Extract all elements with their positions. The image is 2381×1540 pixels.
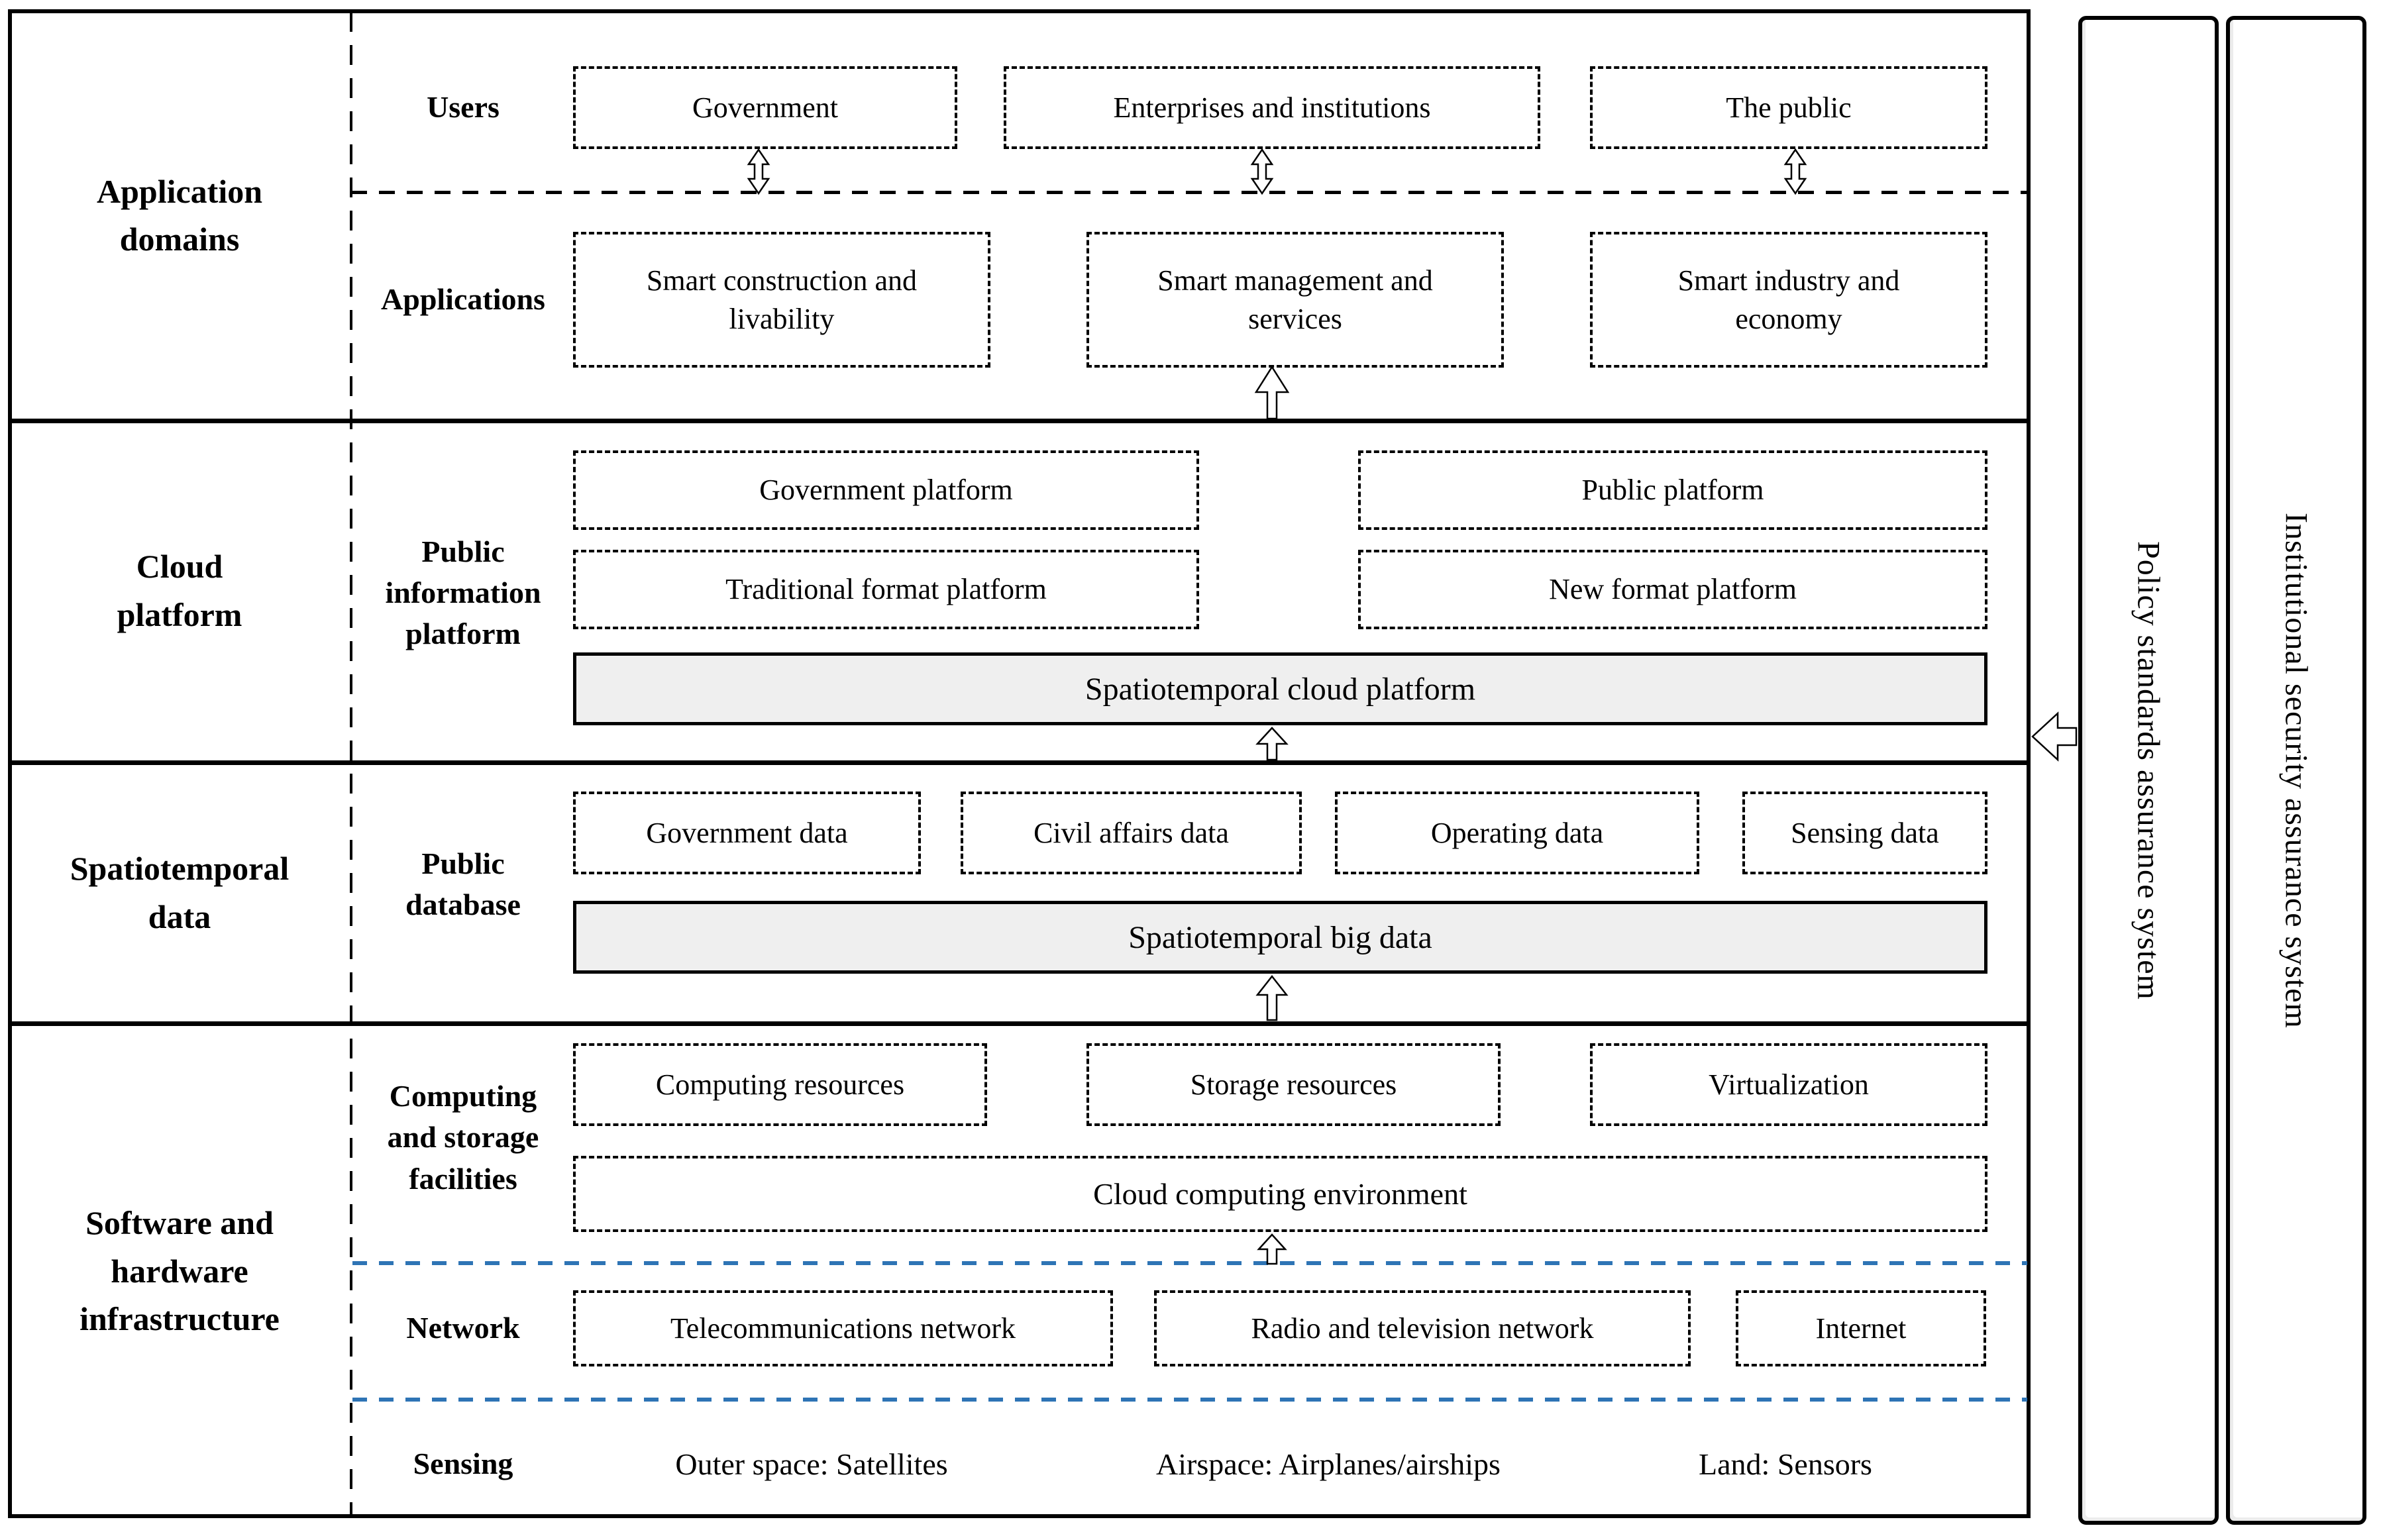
box-new-format-platform: New format platform [1358,550,1987,629]
bar-spatiotemporal-big-data: Spatiotemporal big data [573,901,1987,974]
box-civil-affairs-data: Civil affairs data [961,792,1302,874]
box-storage-resources: Storage resources [1086,1043,1501,1126]
sensing-outer-space: Outer space: Satellites [675,1447,948,1481]
box-computing-resources: Computing resources [573,1043,987,1126]
left-arrow-icon [2031,711,2078,762]
section-label-software-hardware: Software and hardware infrastructure [79,1204,280,1338]
sidebar-institutional-security-label: Institutional security assurance system [2278,512,2314,1029]
blue-divider-computing-network [352,1261,2027,1265]
box-radio-television-network: Radio and television network [1154,1290,1691,1366]
double-arrow-icon [1783,148,1807,195]
up-arrow-icon [1255,727,1289,761]
row-label-sensing: Sensing [413,1446,513,1480]
divider-cloud-data [8,760,2031,765]
box-smart-construction: Smart construction and livability [573,232,990,368]
row-label-users: Users [427,90,500,125]
box-government-platform: Government platform [573,450,1199,530]
box-traditional-format-platform: Traditional format platform [573,550,1199,629]
sidebar-policy-standards: Policy standards assurance system [2078,16,2219,1525]
box-enterprises-institutions: Enterprises and institutions [1004,66,1540,149]
section-label-application-domains: Application domains [96,172,263,258]
box-the-public: The public [1590,66,1987,149]
box-government: Government [573,66,957,149]
double-arrow-icon [747,148,770,195]
box-government-data: Government data [573,792,921,874]
section-label-cloud-platform: Cloud platform [117,548,242,633]
row-label-applications: Applications [381,282,545,317]
box-sensing-data: Sensing data [1742,792,1987,874]
box-smart-management: Smart management and services [1086,232,1504,368]
up-arrow-icon [1254,366,1290,420]
row-label-computing-storage: Computing and storage facilities [387,1079,539,1196]
row-label-public-database: Public database [405,846,521,921]
divider-data-infra [8,1021,2031,1026]
users-applications-dashed-divider [351,191,2029,194]
box-internet: Internet [1736,1290,1986,1366]
section-label-spatiotemporal-data: Spatiotemporal data [70,850,290,935]
blue-divider-network-sensing [352,1398,2027,1402]
row-label-network: Network [406,1311,520,1345]
sensing-land: Land: Sensors [1699,1447,1872,1481]
sidebar-institutional-security: Institutional security assurance system [2226,16,2366,1525]
box-cloud-computing-environment: Cloud computing environment [573,1156,1987,1232]
sensing-airspace: Airspace: Airplanes/airships [1156,1447,1501,1481]
box-public-platform: Public platform [1358,450,1987,530]
box-telecommunications-network: Telecommunications network [573,1290,1113,1366]
up-arrow-icon [1255,975,1289,1021]
box-smart-industry: Smart industry and economy [1590,232,1987,368]
row-label-public-information-platform: Public information platform [385,534,541,651]
box-operating-data: Operating data [1335,792,1699,874]
up-arrow-icon [1257,1233,1287,1265]
divider-appdomains-cloud [8,419,2031,423]
sidebar-policy-standards-label: Policy standards assurance system [2131,540,2166,1000]
box-virtualization: Virtualization [1590,1043,1987,1126]
bar-spatiotemporal-cloud-platform: Spatiotemporal cloud platform [573,652,1987,725]
double-arrow-icon [1250,148,1274,195]
